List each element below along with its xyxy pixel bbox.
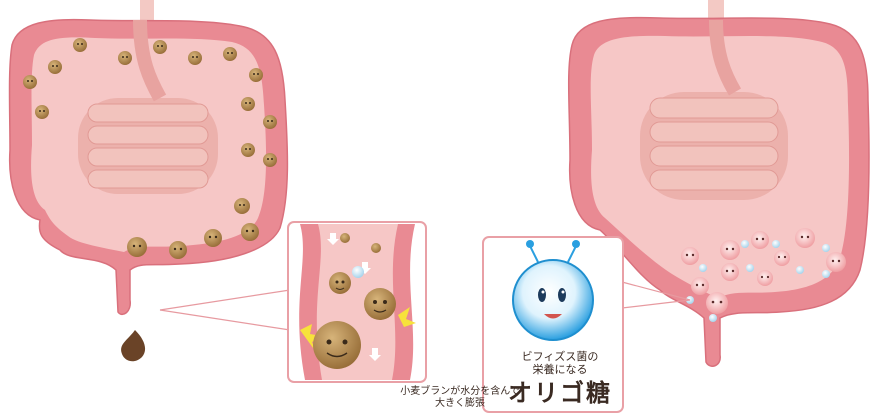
bran-particle [35, 105, 49, 119]
mascot-antenna [529, 245, 539, 263]
bran-particle [340, 233, 350, 243]
bran-particle [241, 223, 259, 241]
oligo-caption: ビフィズス菌の 栄養になる [500, 350, 620, 376]
bran-particle [204, 229, 222, 247]
bran-caption-line1: 小麦ブランが水分を含んで [400, 386, 520, 397]
bran-particle [73, 38, 87, 52]
right-callout-line [621, 281, 691, 301]
bubble [772, 240, 780, 248]
bacteria [691, 277, 709, 295]
left-small-intestine [78, 19, 218, 194]
bran-particle [371, 243, 381, 253]
bran-particle [118, 51, 132, 65]
bran-particle [48, 60, 62, 74]
left-intestine [8, 0, 289, 362]
mascot-antenna [567, 245, 577, 263]
bubble [699, 264, 707, 272]
bran-particle [23, 75, 37, 89]
bran-particle [263, 153, 277, 167]
right-intestine [567, 0, 870, 367]
bacteria [795, 228, 815, 248]
oligo-caption-line2: 栄養になる [532, 363, 588, 377]
left-bran-particles [23, 38, 277, 259]
bran-particle-swollen [364, 288, 416, 327]
bran-particle [241, 143, 255, 157]
right-bacteria-cluster [681, 228, 846, 322]
bubble [796, 266, 804, 274]
stool-drop [121, 330, 146, 362]
bubble [822, 270, 830, 278]
right-zoom-panel [482, 236, 624, 413]
bacteria [721, 263, 739, 281]
bran-particle [263, 115, 277, 129]
bacteria [720, 240, 740, 260]
right-small-intestine [640, 19, 788, 200]
bubble [822, 244, 830, 252]
bran-particle [127, 237, 147, 257]
bran-caption-line2: 大きく膨張 [435, 398, 485, 409]
left-callout-line [159, 289, 291, 311]
bran-particle-swollen [300, 321, 361, 369]
bubble [741, 240, 749, 248]
bran-particle [241, 97, 255, 111]
bran-particle [169, 241, 187, 259]
water-drop [352, 266, 364, 278]
bacteria [751, 231, 769, 249]
bacteria [706, 292, 728, 314]
bran-particle [188, 51, 202, 65]
bran-particle [153, 40, 167, 54]
bran-particle [223, 47, 237, 61]
bran-particle [249, 68, 263, 82]
bran-particle [329, 272, 351, 294]
right-esophagus [708, 0, 724, 20]
bacteria [681, 247, 699, 265]
right-callout-line [621, 299, 691, 309]
oligo-caption-line1: ビフィズス菌の [521, 350, 599, 363]
bacteria [757, 270, 773, 286]
bran-caption: 小麦ブランが水分を含んで 大きく膨張 [385, 386, 535, 410]
bran-particle [234, 198, 250, 214]
left-zoom-panel [287, 221, 427, 383]
oligo-title: オリゴ糖 [508, 379, 612, 407]
left-callout-line [159, 309, 291, 331]
bacteria [826, 252, 846, 272]
flow-arrows [327, 233, 381, 361]
bacteria [774, 250, 790, 266]
oligo-mascot [512, 259, 594, 341]
bubble [746, 264, 754, 272]
bubble [709, 314, 717, 322]
left-esophagus [140, 0, 154, 20]
